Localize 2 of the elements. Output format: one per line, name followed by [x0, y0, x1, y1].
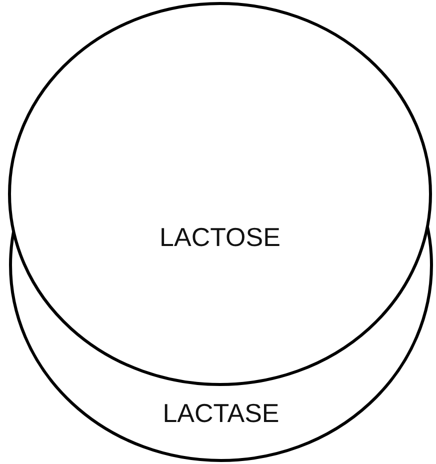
node-label: LACTOSE — [158, 222, 282, 253]
node-label: LACTASE — [162, 398, 280, 429]
